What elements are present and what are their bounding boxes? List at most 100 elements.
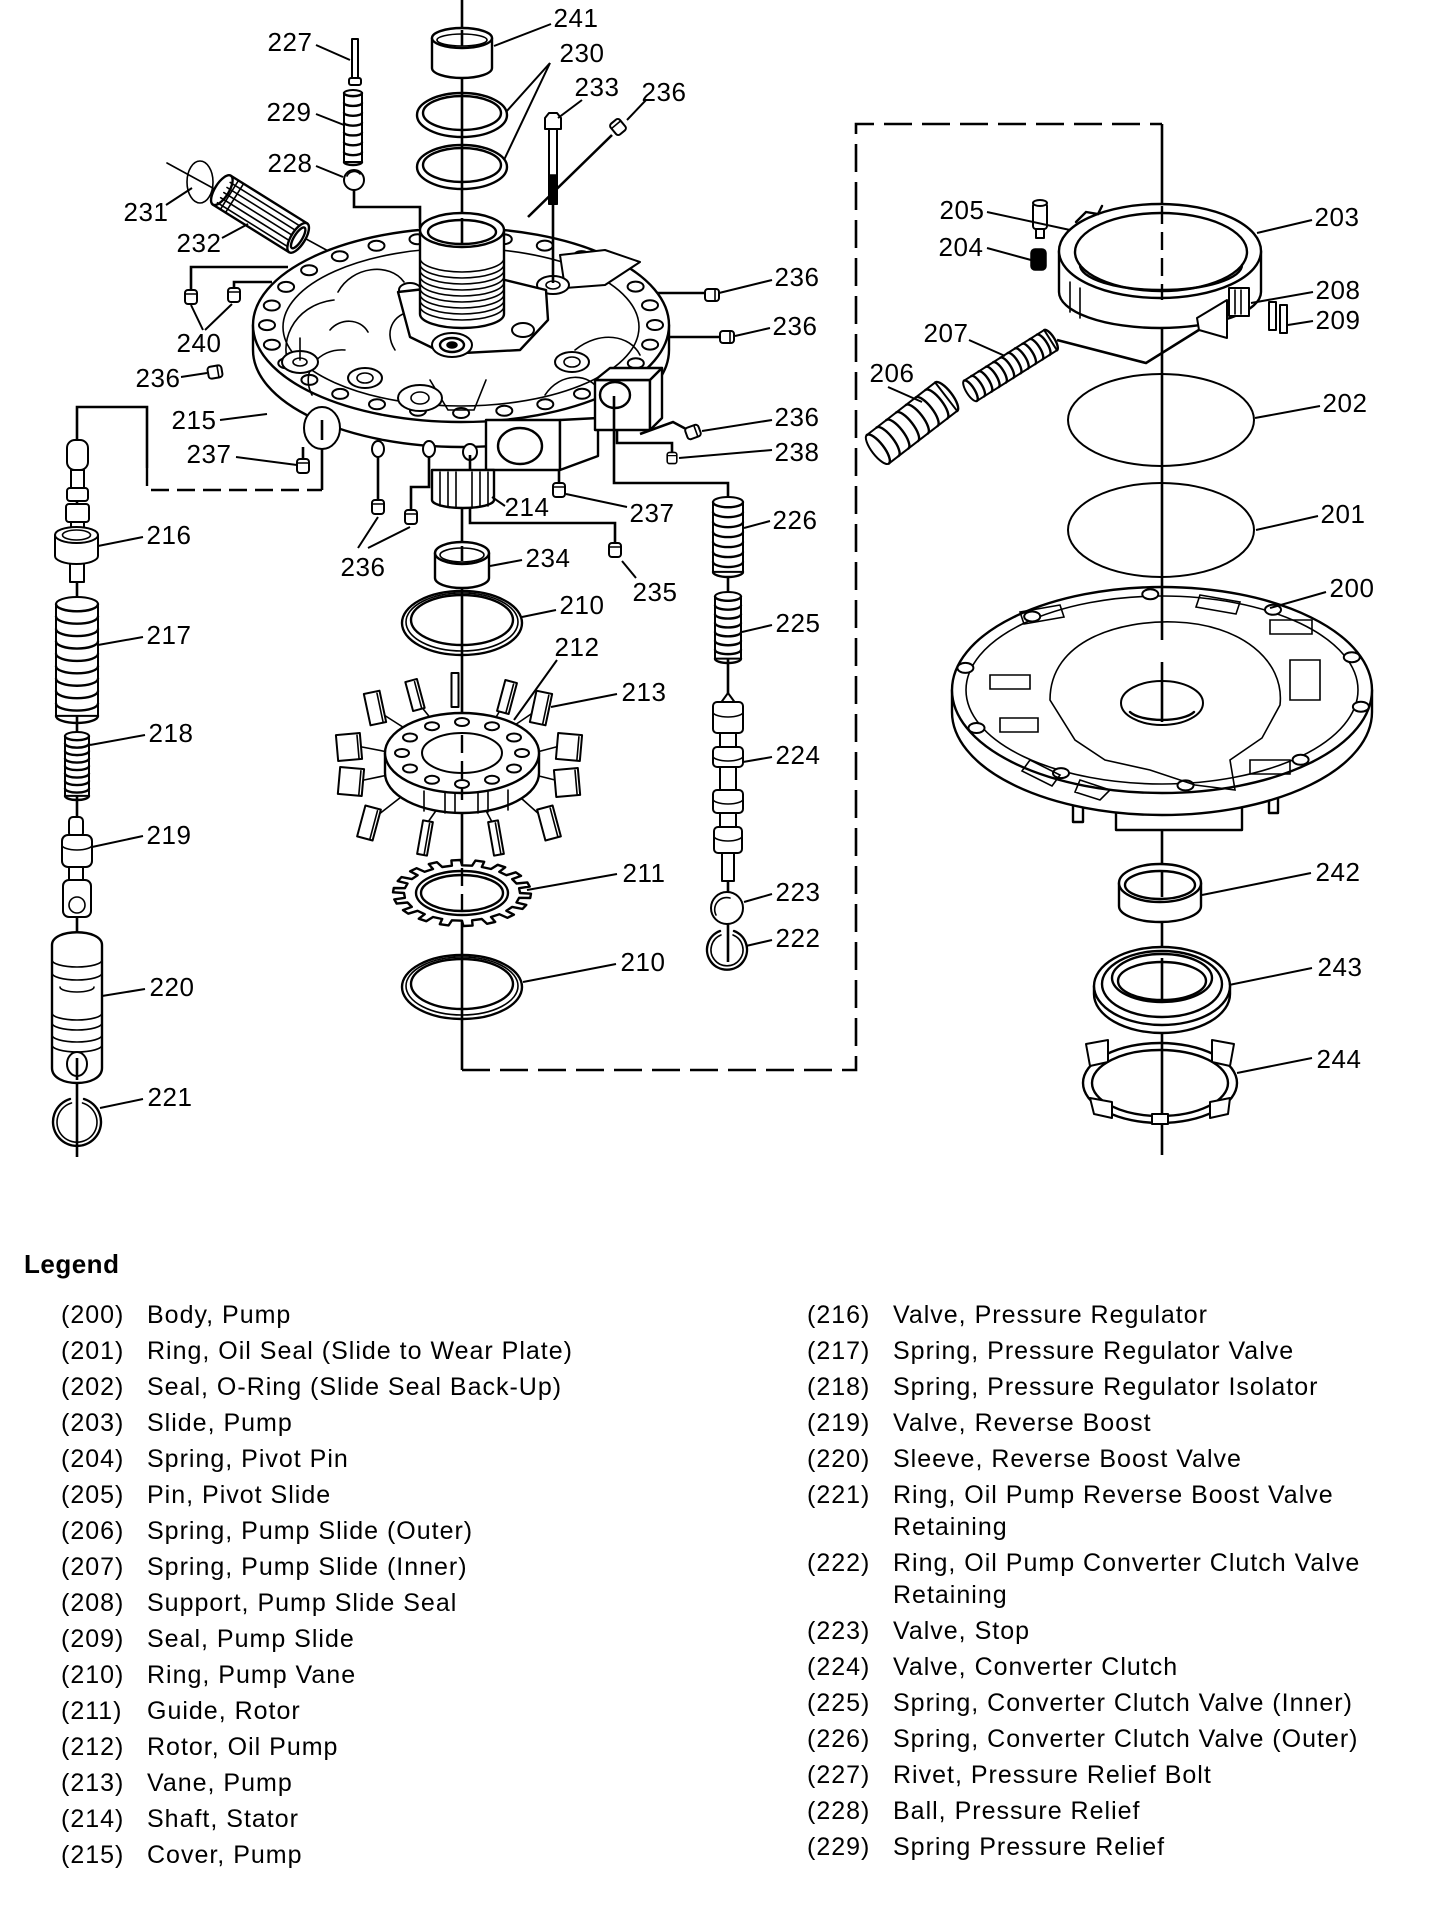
callout-241: 241 [554, 3, 599, 33]
ring-middle [405, 956, 519, 1016]
bolt-hole [626, 357, 645, 370]
callout-232: 232 [177, 228, 222, 258]
spring-coil [1013, 347, 1030, 370]
legend-item-number: (227) [807, 1761, 871, 1789]
legend-item-description: Valve, Pressure Regulator [893, 1301, 1208, 1329]
callout-227: 227 [268, 27, 313, 57]
ring-outer [400, 953, 524, 1021]
plug-235 [608, 542, 622, 558]
legend-item-description: Ring, Oil Pump Reverse Boost Valve Retai… [893, 1481, 1334, 1541]
leader-236-bottom-a [357, 516, 379, 549]
legend-item-number: (211) [61, 1697, 123, 1725]
seal-ring [1067, 482, 1255, 578]
leader-228 [315, 165, 344, 178]
spring-coil [63, 779, 91, 787]
spring-coil [933, 380, 960, 413]
spring-coil [711, 570, 745, 579]
leader-207 [968, 339, 1006, 357]
front-seal-core [446, 341, 458, 349]
callout-217: 217 [147, 620, 192, 650]
bushing-body [430, 36, 494, 80]
vane-face [334, 732, 364, 762]
legend-item-description: Spring, Pivot Pin [147, 1445, 349, 1473]
callout-235: 235 [633, 577, 678, 607]
spring-coil [342, 150, 364, 157]
vane-edge [423, 822, 431, 855]
vane [554, 732, 584, 762]
body-pump-cavity [1049, 621, 1282, 791]
leader-206 [887, 386, 923, 403]
spring-coil [342, 131, 364, 137]
spring-coil [1006, 351, 1023, 375]
legend-item-description: Spring, Converter Clutch Valve (Inner) [893, 1689, 1353, 1717]
spring-coil [63, 749, 91, 757]
bolt-hole [1291, 753, 1310, 766]
legend-item-description: Ring, Oil Seal (Slide to Wear Plate) [147, 1337, 573, 1365]
spring-coil [713, 639, 743, 647]
valve-neck [719, 766, 737, 791]
leader-237-left [235, 456, 298, 466]
callout-216: 216 [147, 520, 192, 550]
leader-218 [89, 734, 146, 746]
part-204-pivot-pin-spring [1030, 248, 1047, 271]
legend-item-description: Rotor, Oil Pump [147, 1733, 339, 1761]
part-244-retaining-ring [1081, 1039, 1239, 1125]
callout-238: 238 [775, 437, 820, 467]
plug-236-top-path [527, 134, 613, 218]
part-210-vane-ring-lower [400, 953, 524, 1021]
bolt-hole [514, 748, 530, 758]
spring-coil [991, 360, 1009, 384]
leader-242 [1201, 872, 1312, 896]
legend-item-225: (225)Spring, Converter Clutch Valve (Inn… [807, 1687, 1427, 1719]
ring-inner [421, 146, 503, 184]
cover-right-block-side [648, 366, 664, 432]
callout-211: 211 [623, 858, 666, 888]
vane-edge [505, 683, 515, 714]
leader-238 [678, 449, 773, 459]
legend-item-description: Spring, Pump Slide (Inner) [147, 1553, 468, 1581]
leader-241 [493, 23, 552, 47]
legend-item-description: Seal, O-Ring (Slide Seal Back-Up) [147, 1373, 563, 1401]
plug-body [227, 287, 241, 303]
callout-208: 208 [1316, 275, 1361, 305]
vane-edge [549, 807, 559, 837]
legend-item-number: (229) [807, 1833, 871, 1861]
part-215-pump-cover [251, 211, 671, 472]
legend-item-description: Body, Pump [147, 1301, 292, 1329]
legend-item-description: Spring, Pump Slide (Outer) [147, 1517, 474, 1545]
legend-item-216: (216)Valve, Pressure Regulator [807, 1299, 1427, 1331]
callout-224: 224 [776, 740, 821, 770]
bolt-hole [646, 319, 664, 331]
legend-item-number: (219) [807, 1409, 871, 1437]
cover-port-hole [410, 391, 430, 405]
leader-236-right-b [734, 327, 771, 337]
screen-opening [289, 226, 307, 250]
callout-212: 212 [555, 632, 600, 662]
leader-215 [219, 413, 268, 421]
leader-210-lower [522, 963, 617, 983]
valve-land [712, 746, 744, 768]
valve-bore [68, 896, 86, 914]
legend-item-description: Seal, Pump Slide [147, 1625, 355, 1653]
callout-206: 206 [870, 358, 915, 388]
callout-207: 207 [924, 318, 969, 348]
legend-item-214: (214)Shaft, Stator [61, 1803, 721, 1835]
vane [487, 819, 505, 857]
vane-edge [494, 822, 502, 855]
bolt-hole [495, 404, 514, 417]
leader-lines [89, 23, 1327, 1109]
legend-item-224: (224)Valve, Converter Clutch [807, 1651, 1427, 1683]
spring-coil [984, 365, 1001, 389]
vane [450, 672, 460, 708]
leader-244 [1236, 1057, 1313, 1074]
spring-coil [342, 121, 364, 127]
spring-coil [54, 689, 100, 700]
leader-209 [1287, 320, 1314, 326]
vane-face [528, 689, 554, 727]
spring-coil [962, 379, 979, 403]
legend-item-number: (202) [61, 1373, 125, 1401]
spring-coil [54, 640, 100, 650]
ring-inner [409, 593, 515, 647]
part-241-bushing [430, 26, 494, 80]
part-221-retaining-ring [51, 1097, 103, 1148]
